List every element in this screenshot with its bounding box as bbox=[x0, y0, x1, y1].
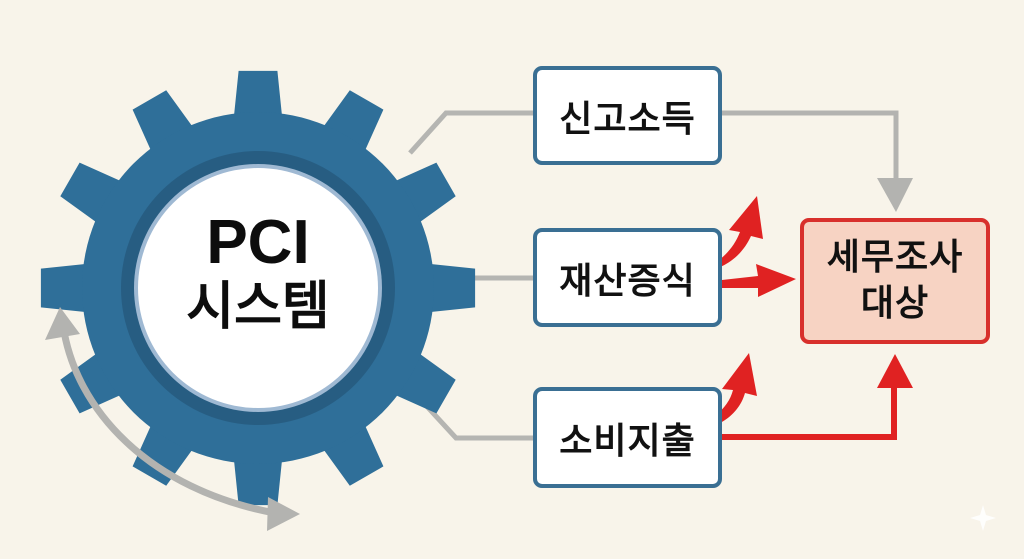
input-box-label: 재산증식 bbox=[559, 260, 696, 302]
connector-income-to-target bbox=[722, 110, 899, 178]
connector-spending-to-target bbox=[722, 380, 897, 440]
center-title: PCI bbox=[206, 208, 310, 277]
center-label: PCI 시스템 bbox=[158, 210, 358, 338]
input-box-spending: 소비지출 bbox=[533, 387, 722, 488]
center-subtitle: 시스템 bbox=[186, 277, 330, 337]
input-box-reported-income: 신고소득 bbox=[533, 66, 722, 165]
rotation-arrow-icon bbox=[59, 324, 276, 517]
target-line-2: 대상 bbox=[860, 283, 930, 324]
red-curved-arrow-icon bbox=[682, 353, 757, 432]
red-arrowhead-icon bbox=[877, 354, 913, 388]
red-curved-arrow-icon bbox=[700, 196, 763, 272]
target-line-1: 세무조사 bbox=[826, 237, 964, 278]
gear-hub bbox=[138, 168, 378, 408]
input-box-label: 소비지출 bbox=[559, 420, 696, 462]
gray-arrowhead-icon bbox=[877, 178, 913, 212]
gear-icon bbox=[40, 70, 476, 506]
input-box-label: 신고소득 bbox=[559, 98, 696, 140]
target-box-tax-audit: 세무조사 대상 bbox=[800, 218, 990, 344]
rotation-arrowhead-end-icon bbox=[267, 497, 300, 531]
red-straight-arrow-icon bbox=[722, 264, 796, 297]
input-box-asset-growth: 재산증식 bbox=[533, 228, 722, 327]
connector-gear-to-income bbox=[408, 110, 535, 155]
rotation-arrowhead-start-icon bbox=[45, 307, 80, 340]
sparkle-icon bbox=[970, 505, 996, 531]
